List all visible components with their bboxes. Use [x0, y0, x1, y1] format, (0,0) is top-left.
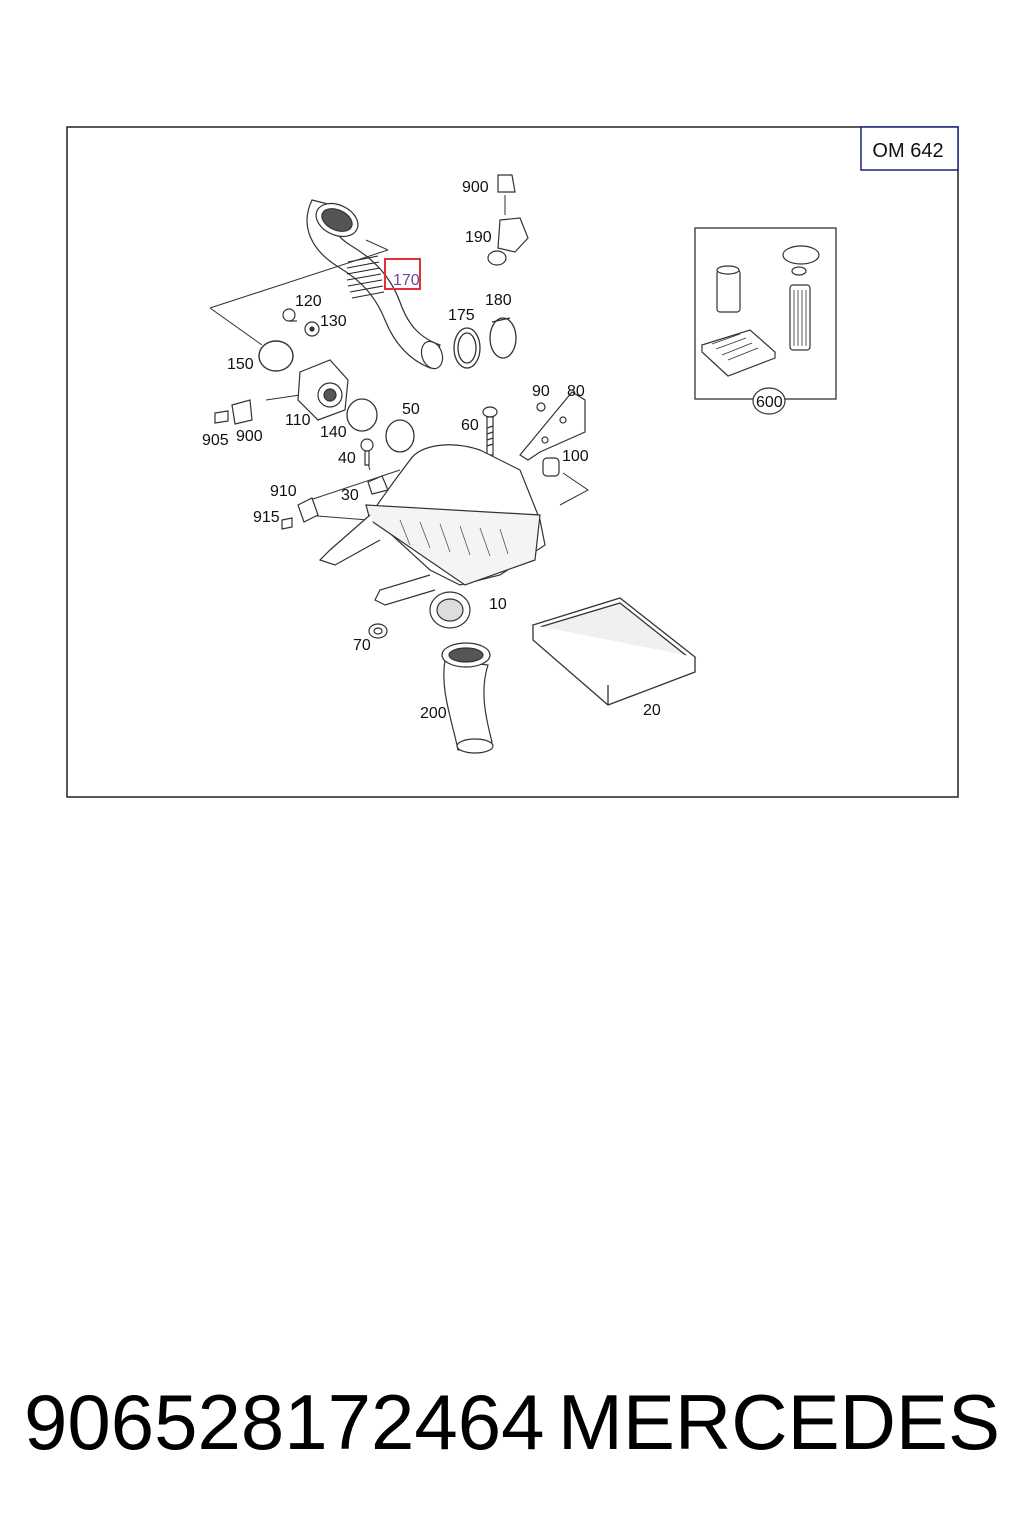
label-80[interactable]: 80	[567, 383, 585, 400]
label-40[interactable]: 40	[338, 450, 356, 467]
bolt-40-clip-30[interactable]	[360, 438, 389, 495]
intake-duct-200[interactable]	[441, 642, 494, 754]
label-10[interactable]: 10	[489, 596, 507, 613]
label-120[interactable]: 120	[295, 293, 322, 310]
label-110[interactable]: 110	[285, 412, 311, 429]
label-140[interactable]: 140	[320, 424, 347, 441]
label-30[interactable]: 30	[341, 487, 359, 504]
brand-name: MERCEDES	[557, 1377, 1000, 1466]
label-170-highlighted[interactable]: 170	[393, 272, 420, 289]
bolt-120-washer-130[interactable]	[282, 308, 320, 337]
label-20[interactable]: 20	[643, 702, 661, 719]
clamps-140-50[interactable]	[346, 398, 415, 453]
label-70[interactable]: 70	[353, 637, 371, 654]
parts-diagram: OM 642	[66, 126, 959, 798]
bolt-60[interactable]	[482, 406, 498, 456]
label-90[interactable]: 90	[532, 383, 550, 400]
label-130[interactable]: 130	[320, 313, 347, 330]
bracket-80-illustration[interactable]	[519, 391, 586, 477]
part-labels: 900 190 170 120 130 175 180 150 110 905 …	[202, 179, 783, 722]
label-905[interactable]: 905	[202, 432, 229, 449]
diagram-svg: OM 642	[66, 126, 959, 798]
label-50[interactable]: 50	[402, 401, 420, 418]
label-190[interactable]: 190	[465, 229, 492, 246]
grommet-70[interactable]	[368, 623, 388, 639]
label-175[interactable]: 175	[448, 307, 475, 324]
highlight-box-170	[384, 258, 421, 290]
label-600[interactable]: 600	[756, 394, 783, 411]
label-180[interactable]: 180	[485, 292, 512, 309]
label-900-sensor[interactable]: 900	[462, 179, 489, 196]
service-kit-600[interactable]	[694, 227, 837, 415]
label-200[interactable]: 200	[420, 705, 447, 722]
diagram-border	[66, 126, 959, 798]
sensor-190-illustration[interactable]	[487, 174, 529, 266]
air-filter-element-20[interactable]	[531, 597, 697, 706]
engine-code: OM 642	[872, 140, 943, 162]
clamp-150[interactable]	[258, 340, 294, 372]
part-caption: 906528172464 MERCEDES	[0, 1372, 1024, 1472]
label-150[interactable]: 150	[227, 356, 254, 373]
label-900-connector[interactable]: 900	[236, 428, 263, 445]
intake-hose-illustration[interactable]	[306, 197, 446, 371]
label-910[interactable]: 910	[270, 483, 297, 500]
connector-910-915[interactable]	[281, 497, 319, 530]
air-mass-sensor-110[interactable]	[214, 359, 349, 425]
engine-code-box: OM 642	[860, 126, 959, 171]
label-915[interactable]: 915	[253, 509, 280, 526]
label-100[interactable]: 100	[562, 448, 589, 465]
label-60[interactable]: 60	[461, 417, 479, 434]
clamps-175-180[interactable]	[453, 317, 517, 369]
air-filter-housing-10[interactable]	[318, 444, 546, 629]
part-number: 906528172464	[24, 1377, 545, 1466]
